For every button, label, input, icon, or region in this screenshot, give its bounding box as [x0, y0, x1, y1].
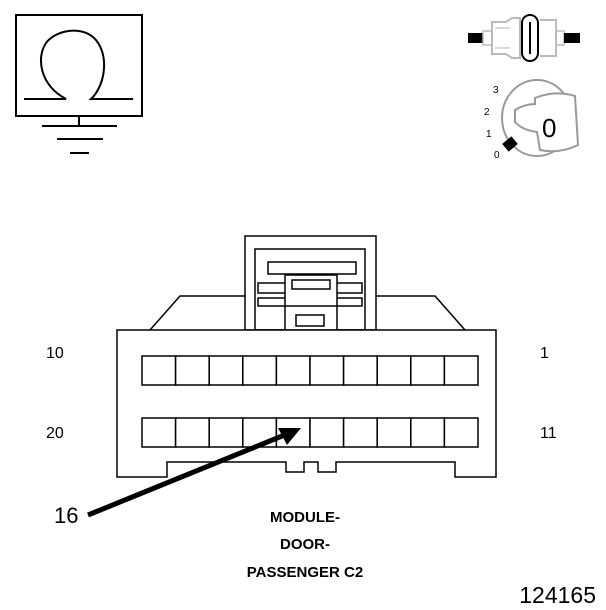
key-scale-2: 2	[484, 107, 490, 118]
key-scale-0: 0	[494, 150, 500, 161]
callout-arrow	[87, 428, 301, 518]
cavity-5	[309, 355, 345, 386]
pin-label-bottom-right: 11	[540, 425, 557, 442]
pin-label-bottom-left: 20	[46, 425, 64, 442]
cavity-14	[342, 417, 378, 448]
cavity-1	[443, 355, 479, 386]
connector-name-line-3: PASSENGER C2	[247, 564, 363, 581]
cavity-15	[309, 417, 345, 448]
key-scale-3: 3	[493, 85, 499, 96]
pin-label-top-left: 10	[46, 345, 64, 362]
callout-pin-label: 16	[54, 503, 78, 528]
cavity-8	[208, 355, 244, 386]
ignition-switch-icon	[501, 79, 580, 157]
cavity-row-bottom	[141, 417, 479, 448]
cavity-row-top	[141, 355, 479, 386]
key-scale-1: 1	[486, 129, 492, 140]
cavity-3	[376, 355, 412, 386]
cavity-4	[342, 355, 378, 386]
cavity-12	[410, 417, 446, 448]
cavity-7	[242, 355, 278, 386]
cavity-13	[376, 417, 412, 448]
ground-symbol-icon	[15, 14, 143, 154]
figure-id: 124165	[519, 582, 596, 608]
cavity-11	[443, 417, 479, 448]
connector-view-icon	[468, 14, 580, 62]
cavity-2	[410, 355, 446, 386]
cavity-19	[174, 417, 210, 448]
pin-label-top-right: 1	[540, 345, 549, 362]
cavity-20	[141, 417, 177, 448]
cavity-9	[174, 355, 210, 386]
connector-name-line-1: MODULE-	[270, 509, 340, 526]
cavity-6	[275, 355, 311, 386]
cavity-18	[208, 417, 244, 448]
cavity-10	[141, 355, 177, 386]
connector-name-line-2: DOOR-	[280, 536, 330, 553]
key-position-label: 0	[542, 113, 556, 143]
